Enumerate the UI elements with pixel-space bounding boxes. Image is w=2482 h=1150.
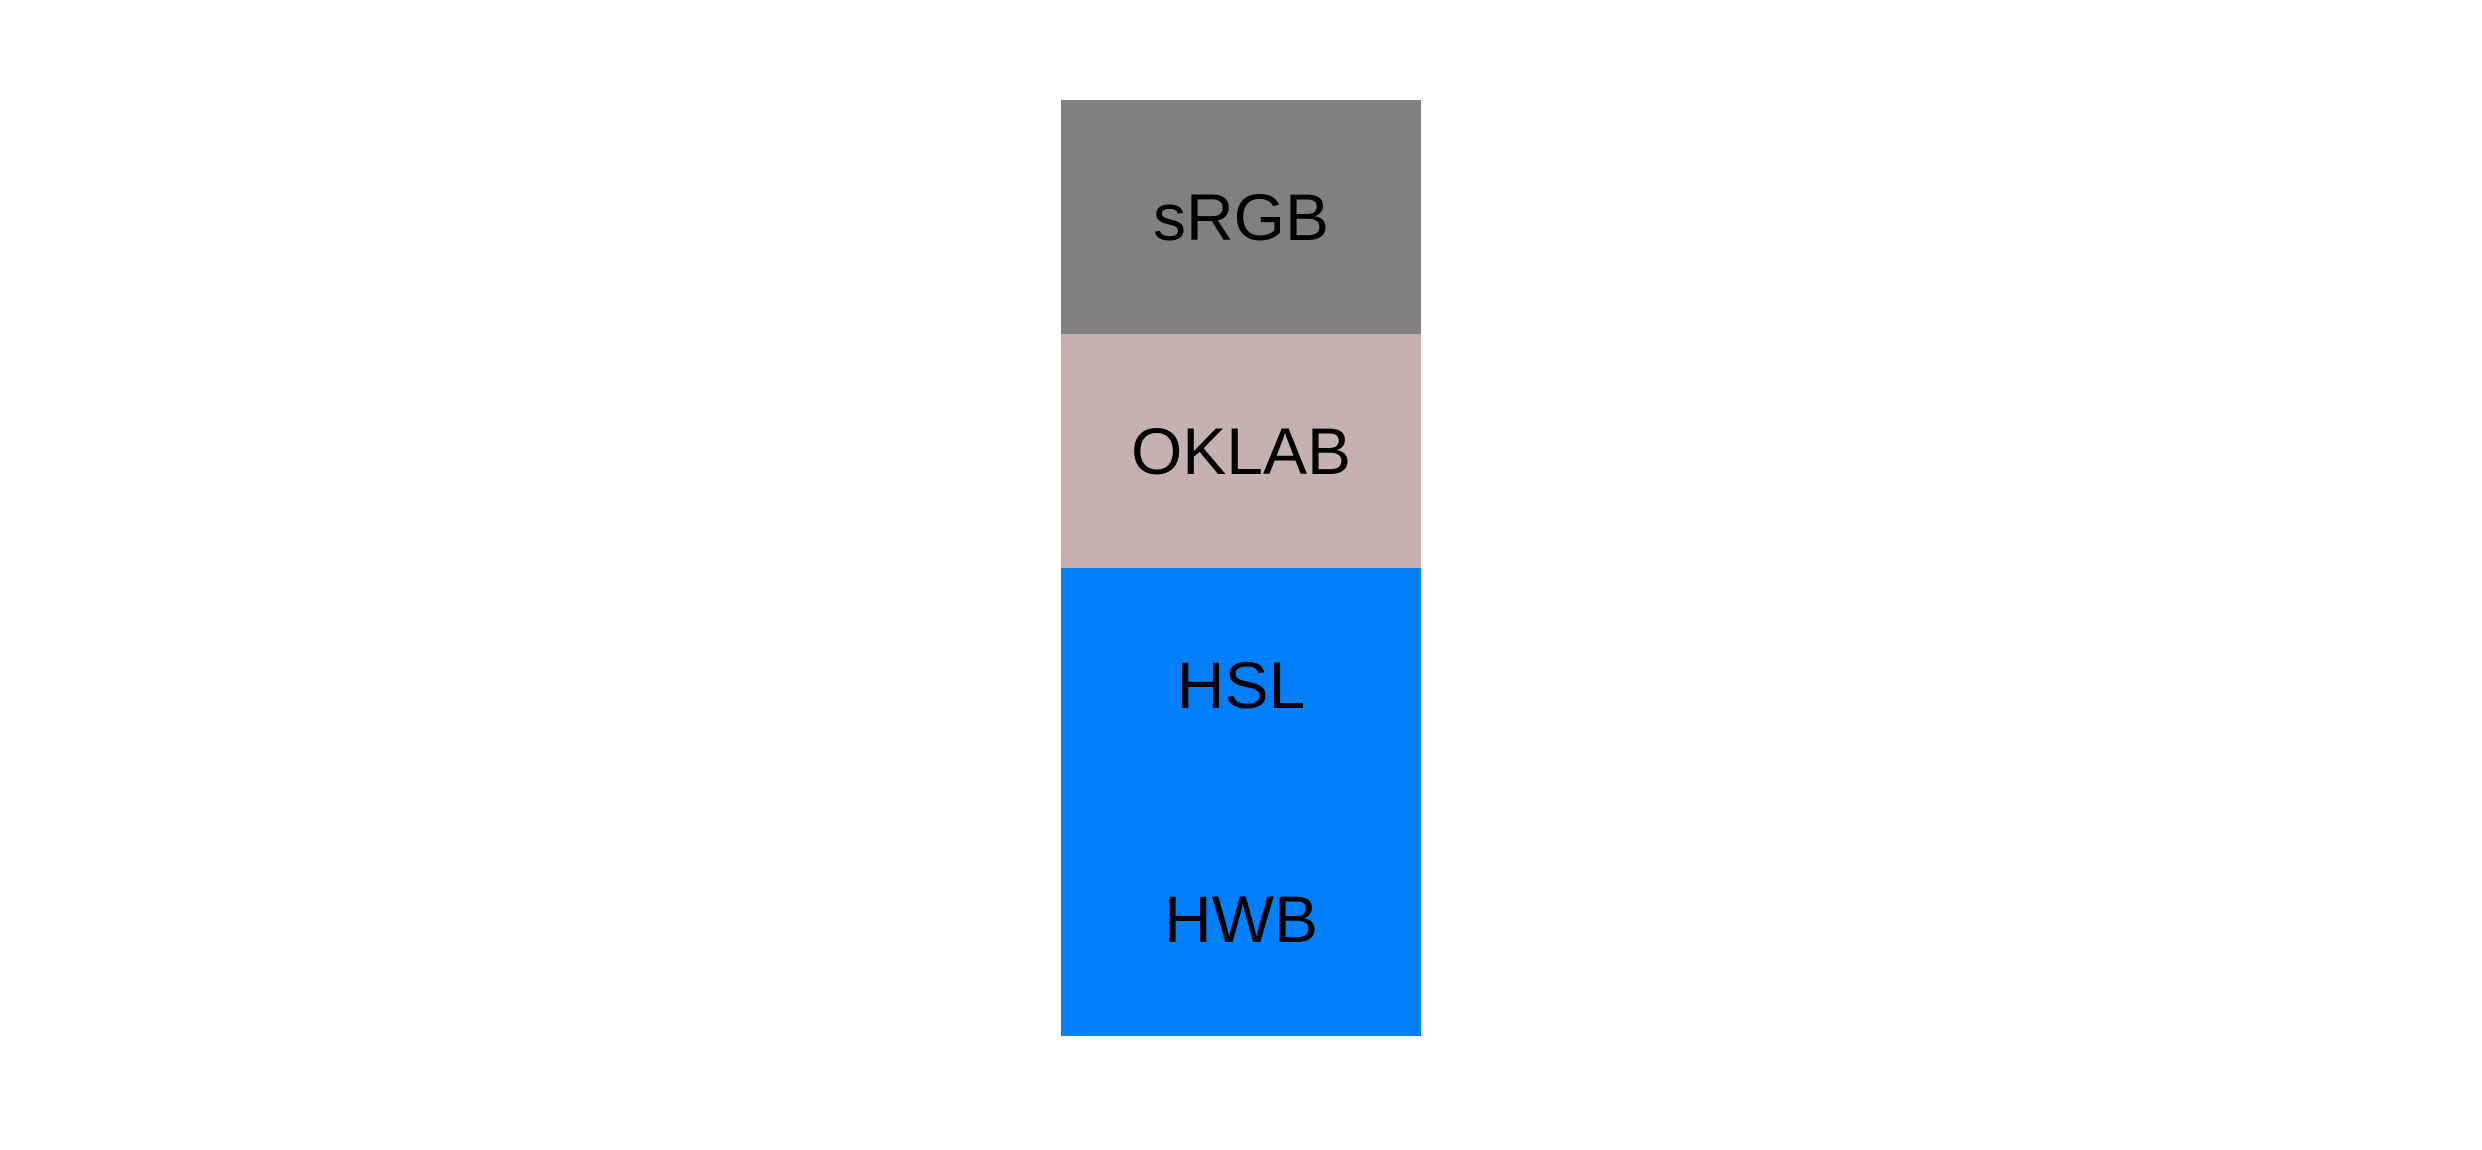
swatch-srgb: sRGB (1061, 100, 1421, 334)
swatch-label-hwb: HWB (1164, 882, 1318, 956)
color-space-swatch-stack: sRGB OKLAB HSL HWB (1061, 100, 1421, 1036)
swatch-label-hsl: HSL (1176, 648, 1306, 722)
swatch-oklab: OKLAB (1061, 334, 1421, 568)
swatch-hwb: HWB (1061, 802, 1421, 1036)
swatch-label-srgb: sRGB (1152, 180, 1330, 254)
swatch-label-oklab: OKLAB (1130, 414, 1352, 488)
swatch-hsl: HSL (1061, 568, 1421, 802)
